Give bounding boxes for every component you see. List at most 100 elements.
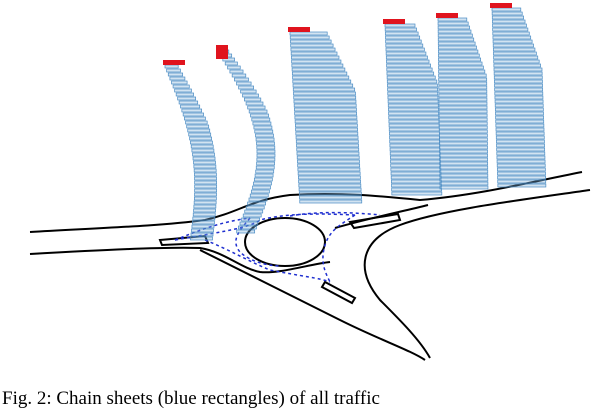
chain-sheet: [438, 125, 488, 130]
chain-sheet: [494, 79, 543, 84]
chain-sheet: [171, 80, 188, 85]
chain-sheet: [438, 113, 488, 118]
chain-sheet: [390, 159, 441, 164]
chain-sheet: [290, 51, 338, 56]
chain-sheet: [184, 116, 206, 121]
sheet-top-marker: [383, 19, 405, 24]
road-edge-west: [29, 246, 331, 274]
chain-sheet: [164, 64, 179, 69]
chain-sheet: [439, 157, 488, 162]
chain-sheet: [439, 169, 489, 174]
roundabout-center-island: [244, 217, 326, 267]
chain-sheet: [384, 23, 416, 28]
chain-sheet: [192, 156, 216, 161]
chain-sheet: [492, 31, 530, 36]
chain-sheet: [497, 175, 546, 180]
chain-sheet: [244, 209, 264, 214]
chain-sheet: [388, 123, 440, 128]
chain-sheet: [295, 131, 359, 136]
chain-sheet: [193, 200, 217, 205]
chain-sheet: [389, 135, 440, 140]
chain-sheet: [496, 147, 546, 152]
chain-sheet: [390, 175, 442, 180]
chain-sheet: [295, 127, 358, 132]
chain-sheet: [437, 21, 469, 26]
chain-sheet: [391, 187, 443, 192]
sheet-top-marker: [436, 13, 458, 18]
chain-sheet: [439, 153, 488, 158]
chain-sheet: [492, 27, 529, 32]
chain-sheet: [437, 25, 470, 30]
chain-sheet: [294, 107, 357, 112]
chain-sheet: [496, 167, 546, 172]
chain-sheet: [494, 91, 544, 96]
chain-sheet: [298, 183, 362, 188]
chain-sheet: [390, 163, 442, 168]
chain-sheet: [389, 139, 441, 144]
chain-sheet: [193, 164, 217, 169]
chain-sheet: [292, 75, 350, 80]
chain-sheet: [492, 23, 527, 28]
chain-sheet: [496, 139, 545, 144]
chain-sheet: [291, 55, 340, 60]
chain-sheet: [496, 143, 545, 148]
chain-sheet: [255, 165, 275, 170]
chain-sheet: [185, 120, 208, 125]
chain-sheet: [254, 129, 274, 134]
chain-sheet: [492, 43, 534, 48]
chain-sheet: [495, 123, 545, 128]
chain-sheet: [390, 179, 442, 184]
chain-sheet: [438, 97, 488, 102]
chain-sheet: [438, 117, 488, 122]
chain-sheet: [175, 92, 194, 97]
chain-sheet: [438, 49, 479, 54]
chain-sheet: [293, 95, 357, 100]
chain-sheet: [390, 167, 442, 172]
chain-sheet: [385, 51, 427, 56]
chain-sheet: [497, 179, 547, 184]
chain-sheet: [389, 151, 441, 156]
chain-sheet: [496, 151, 546, 156]
chain-sheet: [222, 57, 235, 62]
chain-sheet: [439, 145, 488, 150]
chain-sheet: [438, 69, 486, 74]
chain-sheet: [438, 105, 488, 110]
chain-sheet: [181, 108, 203, 113]
chain-sheet: [497, 183, 547, 188]
chain-sheet: [492, 19, 526, 24]
chain-sheet: [391, 191, 443, 196]
chain-sheet: [294, 123, 358, 128]
chain-sheet: [492, 39, 533, 44]
chain-sheet: [234, 77, 249, 82]
chain-sheet: [438, 77, 488, 82]
chain-sheet: [252, 185, 271, 190]
chain-sheet: [385, 43, 424, 48]
roundabout-figure: [29, 3, 591, 361]
chain-sheet: [291, 71, 348, 76]
chain-sheet: [437, 33, 473, 38]
chain-sheet: [242, 93, 259, 98]
chain-sheet: [385, 55, 428, 60]
chain-sheet: [438, 101, 488, 106]
trajectory-paths: [174, 211, 381, 283]
chain-sheet: [491, 7, 522, 12]
chain-sheet: [291, 63, 344, 68]
chain-sheet: [256, 153, 276, 158]
road-edge-south-east: [363, 189, 591, 359]
chain-sheet: [252, 121, 272, 126]
chain-sheet: [238, 85, 255, 90]
chain-sheet: [385, 39, 422, 44]
chain-sheet: [189, 136, 212, 141]
sheet-top-marker: [216, 45, 228, 59]
chain-sheet: [191, 228, 214, 233]
chain-sheet: [387, 91, 439, 96]
chain-sheet: [298, 175, 361, 180]
chain-sheet: [387, 83, 438, 88]
chain-sheet: [493, 67, 543, 72]
chain-sheet: [438, 53, 480, 58]
chain-sheet: [193, 208, 216, 213]
chain-sheet: [188, 132, 212, 137]
chain-sheet: [497, 171, 546, 176]
chain-sheet: [297, 159, 360, 164]
road-outlines: [29, 171, 591, 361]
